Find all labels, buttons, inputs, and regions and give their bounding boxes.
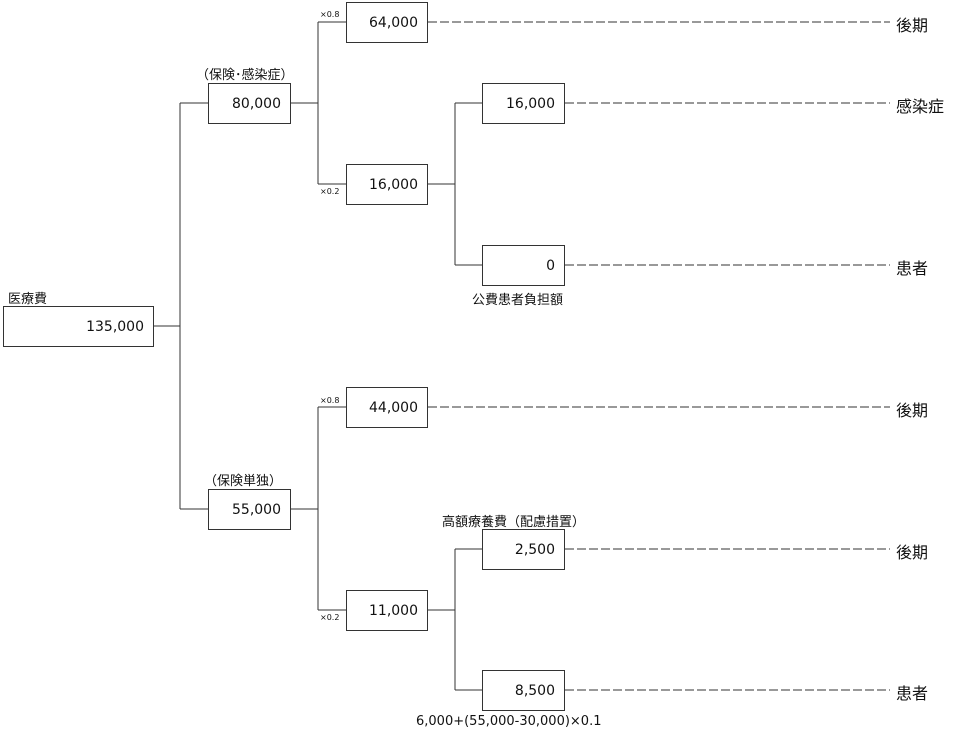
public-patient-box: 0 [482,245,565,286]
endpoint-kouki-3: 後期 [896,543,929,562]
combined-branch-box: 80,000 [208,83,291,124]
single-02-box: 11,000 [346,590,428,631]
multiplier-top-08: ×0.8 [320,10,340,19]
multiplier-bottom-02: ×0.2 [320,613,340,622]
single-branch-box: 55,000 [208,489,291,530]
endpoint-kouki-2: 後期 [896,401,929,420]
infectious-share-box: 16,000 [482,83,565,124]
formula-label: 6,000+(55,000-30,000)×0.1 [416,714,602,729]
single-branch-label: （保険単独） [204,474,283,489]
endpoint-kansensho: 感染症 [896,97,945,116]
root-total-box: 135,000 [3,306,154,347]
patient-share-box: 8,500 [482,670,565,711]
endpoint-kanja-1: 患者 [896,259,929,278]
high-cost-label: 高額療養費（配慮措置） [442,515,586,530]
public-patient-label: 公費患者負担額 [472,293,564,308]
multiplier-top-02: ×0.2 [320,187,340,196]
combined-08-box: 64,000 [346,2,428,43]
single-08-box: 44,000 [346,387,428,428]
endpoint-kouki-1: 後期 [896,16,929,35]
multiplier-bottom-08: ×0.8 [320,396,340,405]
combined-02-box: 16,000 [346,164,428,205]
high-cost-box: 2,500 [482,529,565,570]
endpoint-kanja-2: 患者 [896,684,929,703]
root-label: 医療費 [8,292,48,307]
combined-branch-label: （保険･感染症） [196,68,294,83]
